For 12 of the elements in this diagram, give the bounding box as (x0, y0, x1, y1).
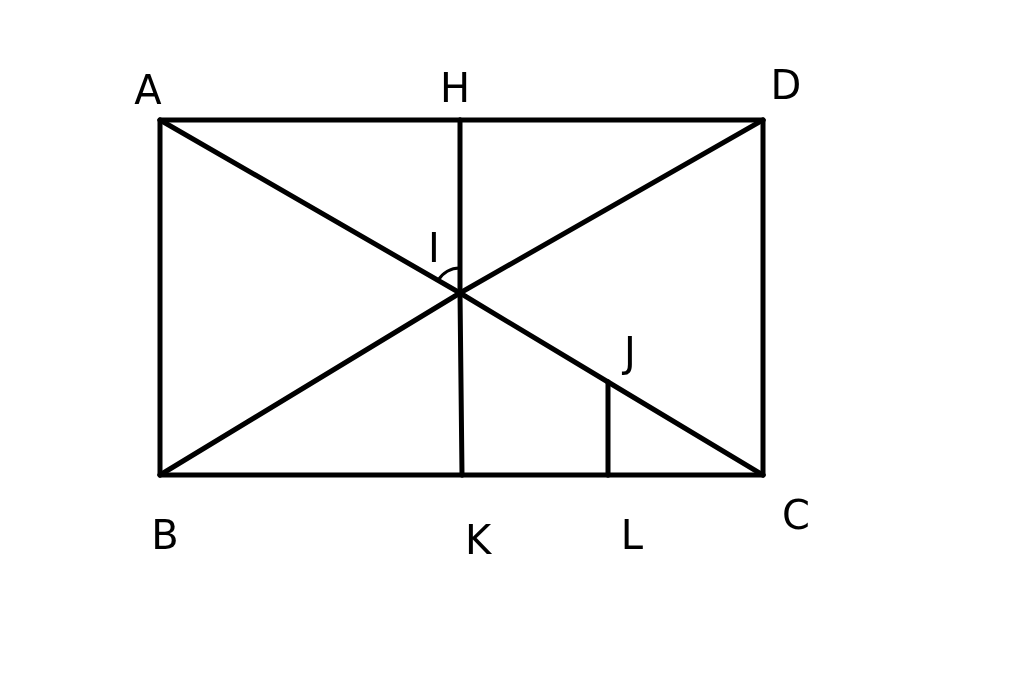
point-label: C (782, 495, 810, 535)
point-label: L (620, 515, 644, 555)
line-segment (459, 472, 611, 478)
point-label: H (439, 68, 471, 108)
line-segment (457, 117, 766, 296)
point-label: D (770, 65, 802, 105)
point-label: A (134, 70, 162, 110)
point-label: K (464, 520, 492, 560)
line-segment (605, 379, 611, 478)
line-segment (605, 379, 766, 478)
point-label: I (428, 228, 440, 268)
point-label: B (151, 515, 179, 555)
